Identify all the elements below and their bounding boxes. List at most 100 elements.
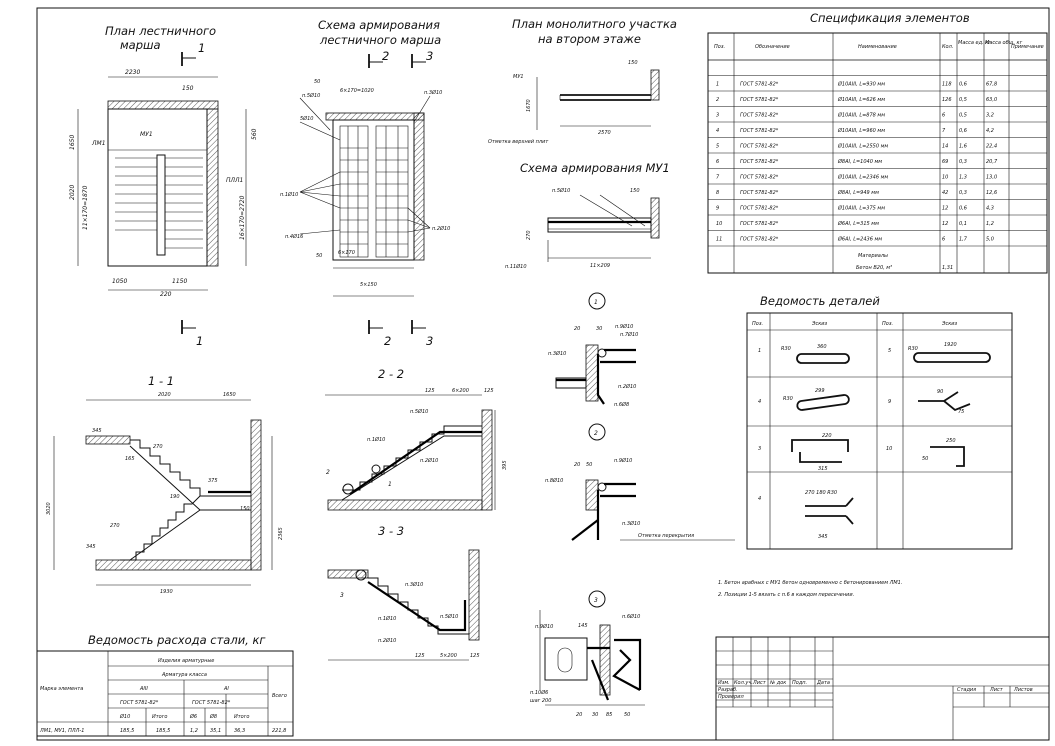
plan-label-lm1: ЛМ1 bbox=[91, 140, 106, 147]
scheme-callout-5d10: 5Ø10 bbox=[300, 115, 313, 122]
spec-cell-r2-c2: ГОСТ 5781-82* bbox=[740, 97, 779, 103]
node3-step: шаг 200 bbox=[530, 698, 551, 704]
steel-h-class: Арматура класса bbox=[161, 672, 207, 678]
spec-cell-r6-c4: 69 bbox=[942, 159, 948, 165]
mu-dim-2570: 2570 bbox=[598, 130, 611, 136]
steel-row-mark: ЛМ1, МУ1, ПЛЛ-1 bbox=[39, 728, 84, 734]
spec-cell-r3-c3: Ø10АIII, L=878 мм bbox=[837, 112, 885, 119]
spec-cell-r8-c3: Ø8АI, L=949 мм bbox=[837, 189, 879, 196]
spec-cell-r2-c1: 2 bbox=[716, 97, 719, 103]
cut-mark-1-bottom: 1 bbox=[196, 334, 203, 348]
spec-cell-r3-c1: 3 bbox=[716, 113, 719, 119]
s22-callout-p5: п.5Ø10 bbox=[410, 408, 428, 415]
spec-cell-r4-c1: 4 bbox=[716, 128, 719, 134]
s11-dim-150: 150 bbox=[240, 506, 250, 512]
node2-dim-50: 50 bbox=[586, 462, 592, 468]
details-pos-4a: 4 bbox=[758, 399, 761, 405]
spec-cell-r7-c4: 10 bbox=[942, 175, 948, 181]
plan-title-1: План лестничного bbox=[105, 24, 216, 38]
spec-cell-r5-c2: ГОСТ 5781-82* bbox=[740, 144, 779, 150]
steel-row-sum-a1: 36,3 bbox=[234, 728, 245, 734]
spec-concrete: Бетон В20, м³ bbox=[856, 265, 892, 271]
steel-title: Ведомость расхода стали, кг bbox=[88, 633, 266, 647]
node1-callout-p2: п.2Ø10 bbox=[618, 383, 636, 390]
section-3-3-title: 3 - 3 bbox=[378, 524, 404, 538]
plan-wall-right bbox=[206, 108, 219, 267]
details-dim-r30-4: R30 bbox=[783, 396, 793, 402]
spec-h-unit-mass: Масса ед. кг bbox=[958, 40, 991, 46]
spec-cell-r7-c3: Ø10АIII, L=2346 мм bbox=[837, 174, 888, 181]
s22-dim-395: 395 bbox=[502, 460, 508, 470]
stamp-developer: Разраб. bbox=[718, 687, 738, 693]
section-2-2: 2 - 2 125 6×200 125 п.5Ø10 п.1Ø10 п.2Ø10… bbox=[325, 367, 508, 511]
spec-cell-r9-c5: 0,6 bbox=[959, 206, 967, 212]
scheme-title-1: Схема армирования bbox=[318, 18, 440, 32]
mu-level-note: Отметка верхней плит bbox=[488, 139, 549, 145]
s22-node-2: 2 bbox=[326, 469, 330, 476]
node2-callout-p9: п.9Ø10 bbox=[614, 457, 632, 464]
details-title: Ведомость деталей bbox=[760, 294, 880, 308]
spec-cell-r1-c6: 67,8 bbox=[986, 82, 997, 88]
spec-h-total-mass: Масса общ. кг bbox=[985, 40, 1023, 46]
detail-sketch-5 bbox=[913, 352, 991, 363]
monolith-wall bbox=[650, 69, 660, 101]
details-pos-10: 10 bbox=[886, 446, 892, 452]
details-pos-5: 5 bbox=[888, 348, 891, 354]
spec-cell-r8-c4: 42 bbox=[942, 190, 948, 196]
notes: 1. Бетон арабных с МУ1 бетон одновременн… bbox=[718, 580, 902, 598]
spec-cell-r2-c6: 63,0 bbox=[986, 97, 997, 103]
plan-dim-150: 150 bbox=[182, 85, 194, 92]
node3-callout-p6: п.6Ø10 bbox=[622, 613, 640, 620]
s33-callout-p5: п.5Ø10 bbox=[440, 613, 458, 620]
mu1-wall bbox=[650, 197, 660, 239]
steel-h-total: Всего bbox=[272, 693, 287, 699]
node3-dim-145: 145 bbox=[578, 623, 588, 629]
node3-dim-20: 20 bbox=[576, 712, 582, 718]
nodes: 1 2 3 п.9Ø10 п.7Ø10 п.3Ø10 п.2Ø10 п.6Ø8 … bbox=[530, 292, 735, 718]
plan-dim-1650: 1650 bbox=[69, 135, 76, 150]
spec-cell-r8-c2: ГОСТ 5781-82* bbox=[740, 190, 779, 196]
plan-dim-560: 560 bbox=[251, 128, 258, 140]
spec-cell-r11-c6: 5,0 bbox=[986, 237, 994, 243]
scheme-dim-6x170-bottom: 6×170 bbox=[338, 250, 355, 256]
node3-dim-30: 30 bbox=[592, 712, 598, 718]
scheme-callout-p5: п.5Ø10 bbox=[302, 92, 320, 99]
spec-cell-r10-c1: 10 bbox=[716, 221, 722, 227]
spec-cell-r10-c2: ГОСТ 5781-82* bbox=[740, 221, 779, 227]
spec-cell-r9-c4: 12 bbox=[942, 206, 948, 212]
spec-cell-r11-c4: 6 bbox=[942, 237, 945, 243]
stamp-sheets: Листов bbox=[1013, 687, 1033, 693]
details-dim-360: 360 bbox=[817, 344, 827, 350]
details-dim-r30-5: R30 bbox=[908, 346, 918, 352]
monolith-title-2: на втором этаже bbox=[538, 32, 641, 46]
spec-cell-r6-c2: ГОСТ 5781-82* bbox=[740, 159, 779, 165]
spec-cell-r9-c1: 9 bbox=[716, 206, 719, 212]
spec-cell-r1-c2: ГОСТ 5781-82* bbox=[740, 82, 779, 88]
details-table-frame bbox=[746, 312, 1013, 550]
steel-h-products: Изделия арматурные bbox=[158, 658, 214, 664]
scheme-wall-right bbox=[413, 112, 425, 261]
reinforcement-scheme: Схема армирования лестничного марша bbox=[280, 18, 450, 348]
details-dim-250: 250 bbox=[946, 438, 956, 444]
steel-h-a1: АI bbox=[223, 686, 229, 692]
stamp-col-count: Кол.уч. bbox=[734, 680, 753, 686]
note-1: 1. Бетон арабных с МУ1 бетон одновременн… bbox=[718, 580, 902, 586]
spec-cell-r11-c2: ГОСТ 5781-82* bbox=[740, 237, 779, 243]
spec-cell-r9-c2: ГОСТ 5781-82* bbox=[740, 206, 779, 212]
plan-label-pll1: ПЛЛ1 bbox=[226, 177, 243, 184]
detail-sketch-10 bbox=[930, 446, 965, 467]
stamp-stage: Стадия bbox=[957, 687, 976, 693]
node2-dim-20: 20 bbox=[574, 462, 580, 468]
node2-callout-p3: п.3Ø10 bbox=[622, 520, 640, 527]
cut-mark-2-top: 2 bbox=[382, 49, 389, 63]
cut-mark-3-bottom: 3 bbox=[426, 334, 433, 348]
scheme-dim-50-top: 50 bbox=[314, 79, 320, 85]
plan-dim-right: 16×170=2720 bbox=[239, 195, 246, 240]
spec-cell-r7-c1: 7 bbox=[716, 175, 720, 181]
mu1-dim-11x209: 11×209 bbox=[590, 263, 610, 269]
spec-cell-r4-c3: Ø10АIII, L=960 мм bbox=[837, 127, 885, 134]
mu1-dim-150: 150 bbox=[630, 188, 640, 194]
plan-dim-220: 220 bbox=[160, 291, 172, 298]
spec-concrete-qty: 1,31 bbox=[942, 265, 953, 271]
